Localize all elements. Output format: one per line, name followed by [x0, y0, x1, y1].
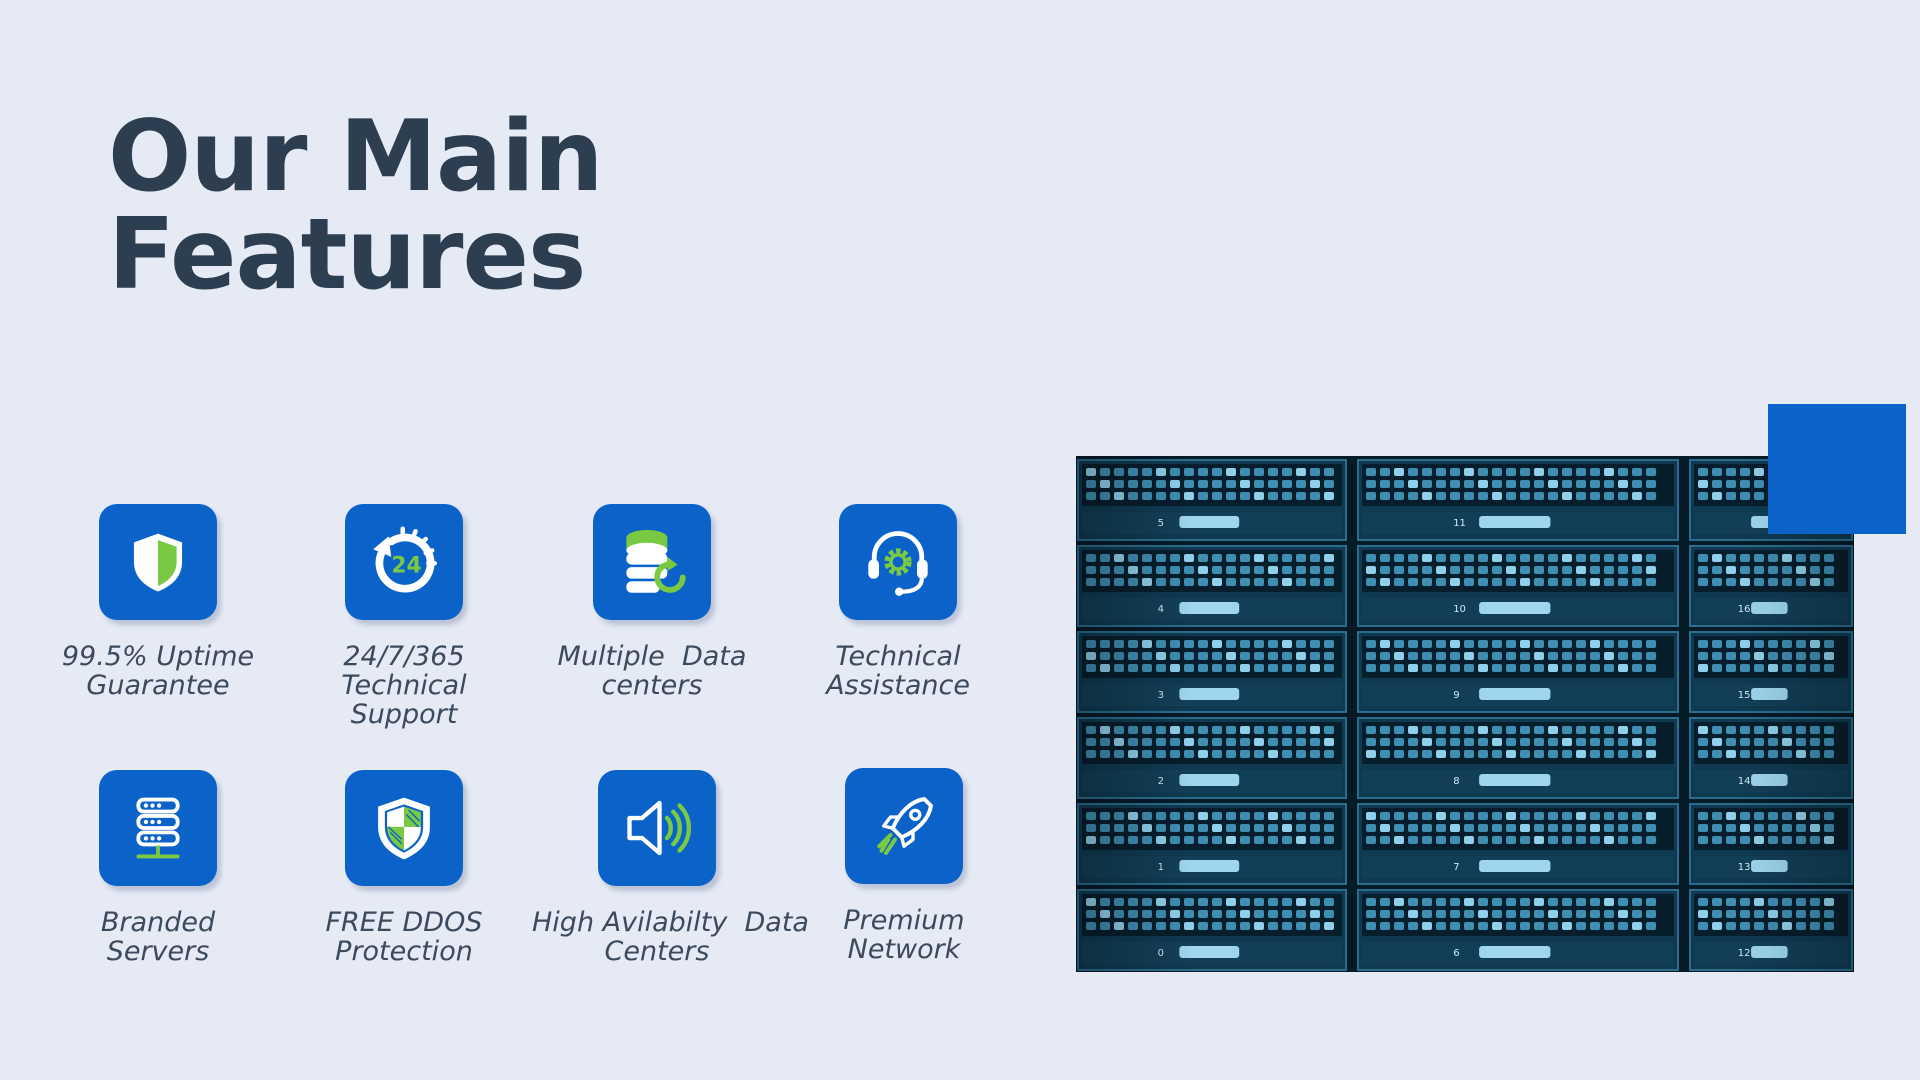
drive-bay: 5	[1077, 459, 1347, 541]
feature-label-line: Network	[847, 934, 961, 965]
drive-bay: 16	[1689, 545, 1853, 627]
feature-tile	[99, 504, 217, 620]
feature-label: 99.5% Uptime Guarantee	[38, 642, 278, 700]
bay-number: 3	[1158, 690, 1164, 701]
feature-label-line: Premium	[843, 905, 965, 936]
bay-number: 5	[1158, 518, 1164, 529]
rocket-icon	[877, 797, 933, 855]
feature-label-line: 99.5% Uptime	[61, 641, 255, 672]
drive-bay: 4	[1077, 545, 1347, 627]
feature-label-line: Servers	[106, 936, 210, 967]
feature-high-availability: High Avilabilty Data Centers	[532, 770, 809, 967]
database-sync-icon	[626, 529, 686, 593]
feature-tile	[845, 768, 963, 884]
feature-label: 24/7/365 Technical Support	[284, 642, 524, 729]
page-title: Our Main Features	[108, 100, 604, 312]
feature-tile	[345, 770, 463, 886]
server-rack-illustration: 5 11 4 10 16 3 9 15 2 8 14 1 7 13 0 6 12	[1077, 459, 1853, 971]
bay-number: 7	[1453, 862, 1459, 873]
feature-label-line: Technical	[341, 670, 467, 701]
feature-label-line: Support	[350, 699, 458, 730]
feature-label-line: Technical	[835, 641, 961, 672]
feature-tile	[598, 770, 716, 886]
feature-tile	[839, 504, 957, 620]
bay-number: 12	[1738, 948, 1751, 959]
accent-square	[1768, 404, 1906, 534]
feature-label: Multiple Data centers	[532, 642, 772, 700]
feature-label-line: Branded	[100, 907, 216, 938]
server-icon	[136, 797, 180, 859]
feature-label-line: Protection	[335, 936, 473, 967]
shield-icon	[133, 533, 183, 592]
bay-number: 15	[1738, 690, 1751, 701]
feature-label-line: FREE DDOS	[325, 907, 483, 938]
feature-label-line: Multiple Data	[557, 641, 747, 672]
feature-premium-network: Premium Network	[784, 768, 1024, 964]
drive-bay: 1	[1077, 803, 1347, 885]
feature-label: High Avilabilty Data Centers	[532, 907, 809, 967]
bay-number: 14	[1738, 776, 1751, 787]
feature-branded-servers: Branded Servers	[38, 770, 278, 966]
bay-number: 6	[1453, 948, 1459, 959]
feature-label-line: 24/7/365	[343, 641, 465, 672]
feature-label-line: centers	[601, 670, 703, 701]
feature-label-line: Guarantee	[86, 670, 230, 701]
bay-number: 1	[1158, 862, 1164, 873]
drive-bay: 6	[1357, 889, 1679, 971]
feature-tile: 24	[345, 504, 463, 620]
bay-number: 0	[1158, 948, 1164, 959]
server-rack-photo: 5 11 4 10 16 3 9 15 2 8 14 1 7 13 0 6 12	[1076, 456, 1854, 972]
feature-technical-assistance: Technical Assistance	[778, 504, 1018, 700]
photo-shade	[1076, 456, 1854, 972]
feature-label-line: Centers	[604, 936, 710, 967]
feature-label: FREE DDOS Protection	[284, 908, 524, 966]
bay-number: 4	[1158, 604, 1164, 615]
bay-number: 10	[1453, 604, 1466, 615]
bay-number: 11	[1453, 518, 1466, 529]
drive-bay: 0	[1077, 889, 1347, 971]
bay-number: 8	[1453, 776, 1459, 787]
drive-bay: 14	[1689, 717, 1853, 799]
shield-check-icon	[378, 797, 430, 860]
drive-bay: 7	[1357, 803, 1679, 885]
drive-bay: 12	[1689, 889, 1853, 971]
bay-number: 13	[1738, 862, 1751, 873]
drive-bay: 3	[1077, 631, 1347, 713]
drive-bay: 11	[1357, 459, 1679, 541]
feature-multiple-data-centers: Multiple Data centers	[532, 504, 772, 700]
bay-number: 2	[1158, 776, 1164, 787]
feature-label-line: High Avilabilty Data	[532, 907, 809, 938]
headset-gear-icon	[868, 531, 928, 596]
feature-technical-support: 24 24/7/365 Technical Support	[284, 504, 524, 729]
feature-tile	[99, 770, 217, 886]
feature-ddos-protection: FREE DDOS Protection	[284, 770, 524, 966]
drive-bay: 2	[1077, 717, 1347, 799]
feature-label: Premium Network	[784, 906, 1024, 964]
page-title-line-2: Features	[108, 198, 586, 312]
bay-number: 9	[1453, 690, 1459, 701]
24-hour-support-icon: 24	[373, 526, 437, 593]
speaker-icon	[627, 800, 692, 856]
feature-tile	[593, 504, 711, 620]
feature-label: Technical Assistance	[778, 642, 1018, 700]
bay-number: 16	[1738, 604, 1751, 615]
drive-bay: 9	[1357, 631, 1679, 713]
drive-bay: 15	[1689, 631, 1853, 713]
drive-bay: 8	[1357, 717, 1679, 799]
feature-label-line: Assistance	[826, 670, 970, 701]
drive-bay: 13	[1689, 803, 1853, 885]
feature-label: Branded Servers	[38, 908, 278, 966]
feature-uptime: 99.5% Uptime Guarantee	[38, 504, 278, 700]
svg-text:24: 24	[391, 553, 421, 578]
page-title-line-1: Our Main	[108, 100, 604, 214]
drive-bay: 10	[1357, 545, 1679, 627]
